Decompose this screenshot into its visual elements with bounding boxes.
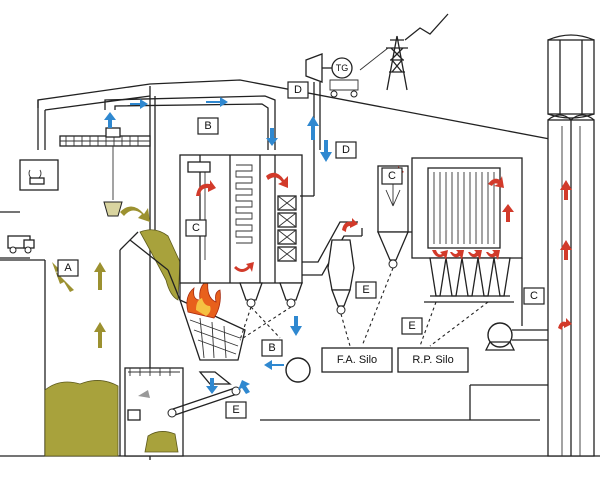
building-outline xyxy=(0,79,600,460)
label-E-filter: E xyxy=(401,317,423,335)
flame-icon xyxy=(186,279,221,319)
waste-flow-arrows xyxy=(52,206,150,348)
ash-transport-lines xyxy=(239,267,489,347)
air-duct xyxy=(104,95,276,150)
power-pylon-icon xyxy=(359,35,408,91)
residue-silo-label: R.P. Silo xyxy=(412,354,453,366)
fan-icon xyxy=(285,322,516,383)
label-A: A xyxy=(57,259,79,277)
fly-ash-silo: F.A. Silo xyxy=(321,347,393,373)
air-flow-arrows xyxy=(104,97,332,394)
label-D-turbine: D xyxy=(287,81,309,99)
svg-text:C: C xyxy=(192,222,200,234)
label-B-roof: B xyxy=(197,117,219,135)
crane-grab-icon xyxy=(103,146,123,217)
ash-conveyor xyxy=(167,371,241,418)
svg-text:C: C xyxy=(530,290,538,302)
cyclone-1 xyxy=(327,239,355,315)
label-C-stack: C xyxy=(523,287,545,305)
svg-text:E: E xyxy=(232,404,239,416)
svg-text:C: C xyxy=(388,170,396,182)
truck-icon xyxy=(7,235,35,254)
label-C-scrubber: C xyxy=(381,167,403,185)
svg-text:D: D xyxy=(294,84,302,96)
stack xyxy=(547,34,595,457)
bag-filter xyxy=(408,157,523,303)
label-C-boiler: C xyxy=(185,219,207,237)
svg-text:B: B xyxy=(204,120,211,132)
waste-bunker xyxy=(44,229,181,457)
feed-hopper xyxy=(129,239,246,361)
label-E-ash: E xyxy=(225,401,247,419)
label-D-steam: D xyxy=(335,141,357,159)
turbine-icon: TG xyxy=(300,53,359,197)
fly-ash-silo-label: F.A. Silo xyxy=(337,354,377,366)
residue-silo: R.P. Silo xyxy=(397,347,469,373)
flue-gas-arrows xyxy=(196,166,572,330)
svg-text:E: E xyxy=(362,284,369,296)
control-room xyxy=(19,159,59,191)
svg-text:E: E xyxy=(408,320,415,332)
svg-text:A: A xyxy=(64,262,72,274)
svg-text:B: B xyxy=(268,342,275,354)
crane-gantry xyxy=(59,127,151,147)
boiler xyxy=(179,154,303,308)
svg-text:D: D xyxy=(342,144,350,156)
tg-label: TG xyxy=(336,63,349,73)
label-B-lower: B xyxy=(261,339,283,357)
lightning-icon xyxy=(404,13,449,41)
label-E-cyclone: E xyxy=(355,281,377,299)
